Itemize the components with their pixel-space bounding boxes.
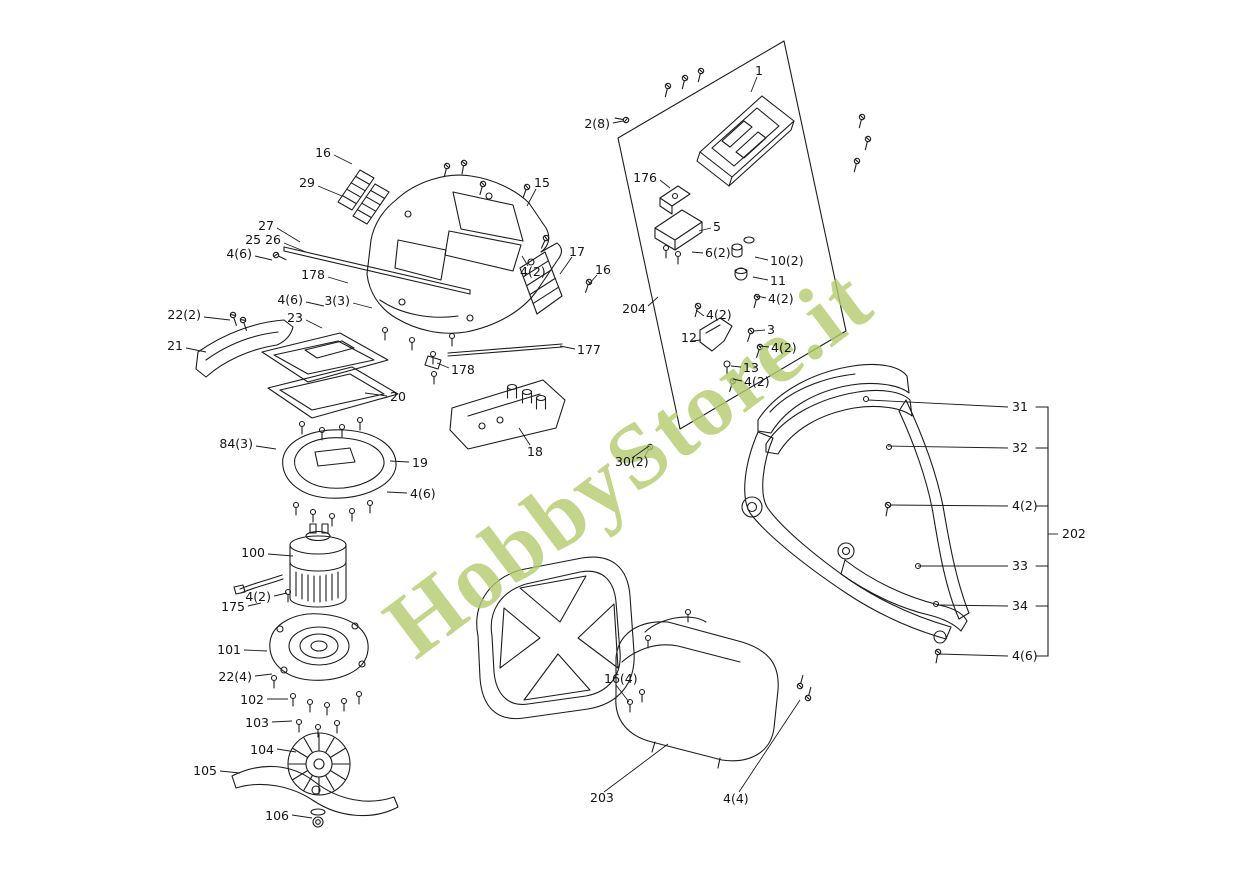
deck-19 <box>282 429 397 527</box>
frame-23-20 <box>261 332 399 441</box>
grill-29 <box>337 169 390 225</box>
blade-105 <box>231 765 399 817</box>
plate-18 <box>449 379 566 450</box>
cable-175 <box>233 574 292 603</box>
deck-housing <box>366 159 562 365</box>
battery-compartment-204 <box>614 40 872 459</box>
blade-bolt-106 <box>310 808 326 828</box>
grill-17 <box>519 251 593 315</box>
fan-104 <box>287 732 351 796</box>
screws-102-103 <box>289 690 363 738</box>
rod-177 <box>447 343 563 357</box>
rod-25-26-27 <box>271 246 471 295</box>
catcher-lid <box>476 556 635 720</box>
handle-lever-21 <box>195 311 294 378</box>
bracket-202-lines <box>1035 406 1049 657</box>
motor-100 <box>289 523 347 608</box>
bracket-178 <box>424 355 442 385</box>
handlebar-202 <box>741 363 970 664</box>
housing-101 <box>269 613 369 689</box>
catcher-body <box>615 608 815 769</box>
